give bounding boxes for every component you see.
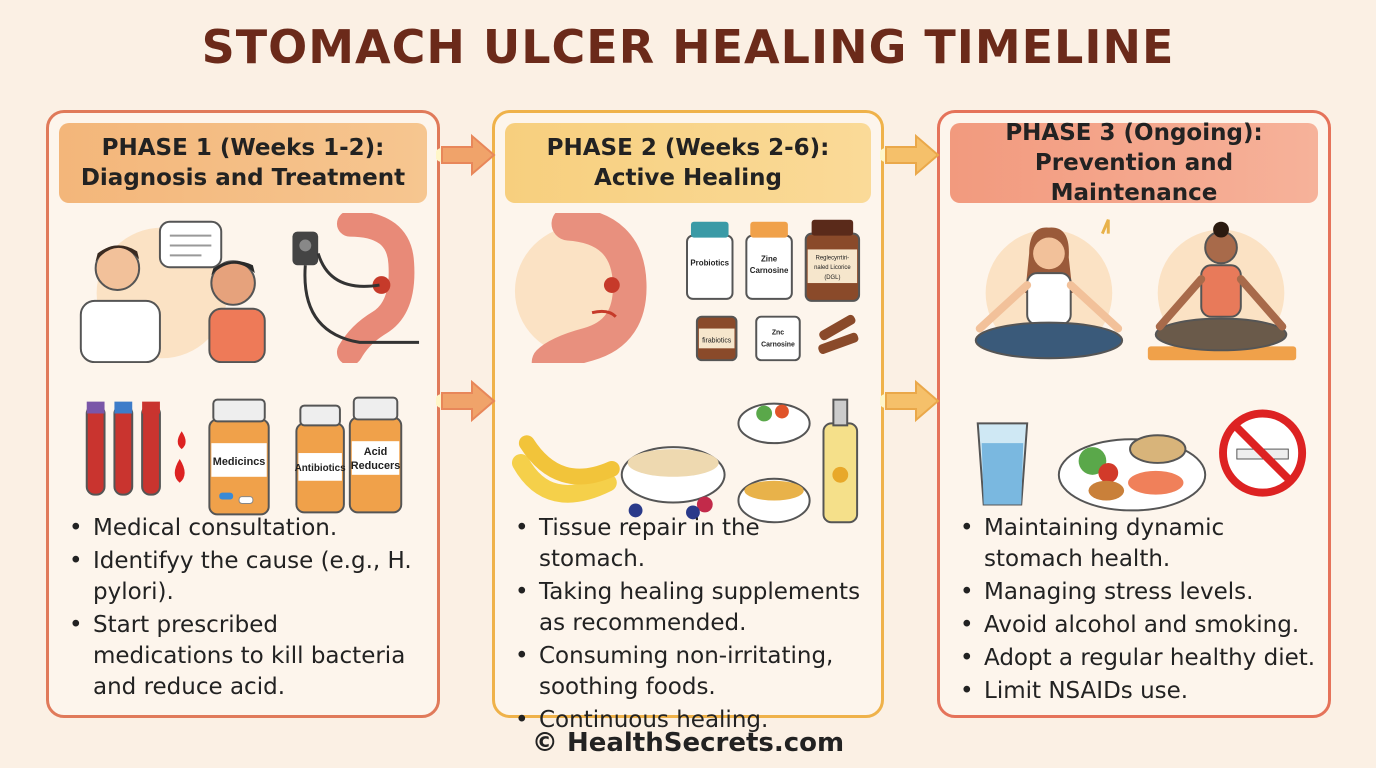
- music-note-icon: [1100, 219, 1110, 235]
- licorice-label-1: Reglecyrrtiri-: [816, 255, 850, 261]
- page-title: STOMACH ULCER HEALING TIMELINE: [201, 20, 1175, 74]
- phase-3-header: PHASE 3 (Ongoing): Prevention and Mainte…: [950, 120, 1318, 206]
- stomach-icon: [336, 213, 415, 363]
- salad-bowl-icon: [737, 402, 811, 445]
- stomach-icon: [531, 213, 647, 363]
- list-item: Maintaining dynamic stomach health.: [960, 513, 1316, 575]
- arrow-right-icon: [880, 379, 940, 423]
- berries-icon: [696, 496, 713, 513]
- phase-3-heading-line1: PHASE 3 (Ongoing):: [1005, 120, 1263, 146]
- healthy-habits-illustration: [954, 383, 1314, 533]
- phase-3-bullets: Maintaining dynamic stomach health. Mana…: [960, 513, 1316, 709]
- phase-2-heading-line2: Active Healing: [594, 165, 782, 191]
- znc-label: Znc: [772, 329, 784, 336]
- firabiotics-label: firabiotics: [702, 337, 732, 344]
- list-item: Adopt a regular healthy diet.: [960, 643, 1316, 674]
- phase-3-heading-line2: Prevention and Maintenance: [1034, 150, 1234, 206]
- reducers-label: Reducers: [351, 460, 401, 472]
- list-item: Avoid alcohol and smoking.: [960, 610, 1316, 641]
- phase-3-panel: PHASE 3 (Ongoing): Prevention and Mainte…: [937, 110, 1331, 718]
- list-item: Start prescribed medications to kill bac…: [69, 610, 425, 703]
- test-tube-icon: [141, 404, 161, 496]
- test-tube-icon: [113, 404, 134, 496]
- licorice-label-3: (DGL): [824, 275, 840, 281]
- phase-1-bullets: Medical consultation. Identifyy the caus…: [69, 513, 425, 705]
- zinc-label: Zine: [761, 254, 778, 263]
- list-item: Limit NSAIDs use.: [960, 676, 1316, 707]
- doctor-consultation-illustration: [63, 213, 423, 363]
- test-tube-icon: [85, 404, 106, 496]
- list-item: Medical consultation.: [69, 513, 425, 544]
- carnosine-label: Carnosine: [750, 266, 789, 275]
- phase-2-panel: PHASE 2 (Weeks 2-6): Active Healing Prob…: [492, 110, 884, 736]
- list-item: Taking healing supplements as recommende…: [515, 577, 869, 639]
- list-item: Continuous healing.: [515, 705, 869, 736]
- phase-2-bullets: Tissue repair in the stomach. Taking hea…: [515, 513, 869, 738]
- phase-1-header: PHASE 1 (Weeks 1-2): Diagnosis and Treat…: [59, 123, 427, 203]
- znc-carnosine-bottle-icon: [755, 315, 801, 362]
- znc-carnosine-label: Carnosine: [761, 341, 795, 348]
- arrow-right-icon: [436, 133, 496, 177]
- medicines-label: Medicincs: [213, 456, 266, 468]
- antibiotics-label: Antibiotics: [295, 463, 347, 474]
- banana-icon: [511, 454, 617, 503]
- phase-2-heading-line1: PHASE 2 (Weeks 2-6):: [546, 135, 830, 161]
- licorice-label-2: naled Licorice: [814, 265, 851, 271]
- phase-1-heading-line1: PHASE 1 (Weeks 1-2):: [101, 135, 385, 161]
- list-item: Consuming non-irritating, soothing foods…: [515, 641, 869, 703]
- list-item: Tissue repair in the stomach.: [515, 513, 869, 575]
- phase-2-header: PHASE 2 (Weeks 2-6): Active Healing: [505, 123, 871, 203]
- probiotics-label: Probiotics: [690, 258, 729, 267]
- doctor-coat-icon: [79, 299, 161, 363]
- acid-label: Acid: [364, 446, 388, 458]
- arrow-right-icon: [436, 379, 496, 423]
- arrow-right-icon: [880, 133, 940, 177]
- list-item: Managing stress levels.: [960, 577, 1316, 608]
- licorice-root-icon: [819, 314, 856, 341]
- soothing-foods-illustration: [509, 383, 867, 533]
- phase-1-heading-line2: Diagnosis and Treatment: [80, 165, 406, 191]
- meditation-illustration: [954, 213, 1314, 363]
- phase-1-panel: PHASE 1 (Weeks 1-2): Diagnosis and Treat…: [46, 110, 440, 718]
- copyright-footer: © HealthSecrets.com: [531, 728, 845, 758]
- list-item: Identifyy the cause (e.g., H. pylori).: [69, 546, 425, 608]
- medication-illustration: Medicincs Antibiotics Acid Reducers: [63, 383, 423, 533]
- supplements-illustration: Probiotics Zine Carnosine Reglecyrrtiri-…: [509, 213, 867, 363]
